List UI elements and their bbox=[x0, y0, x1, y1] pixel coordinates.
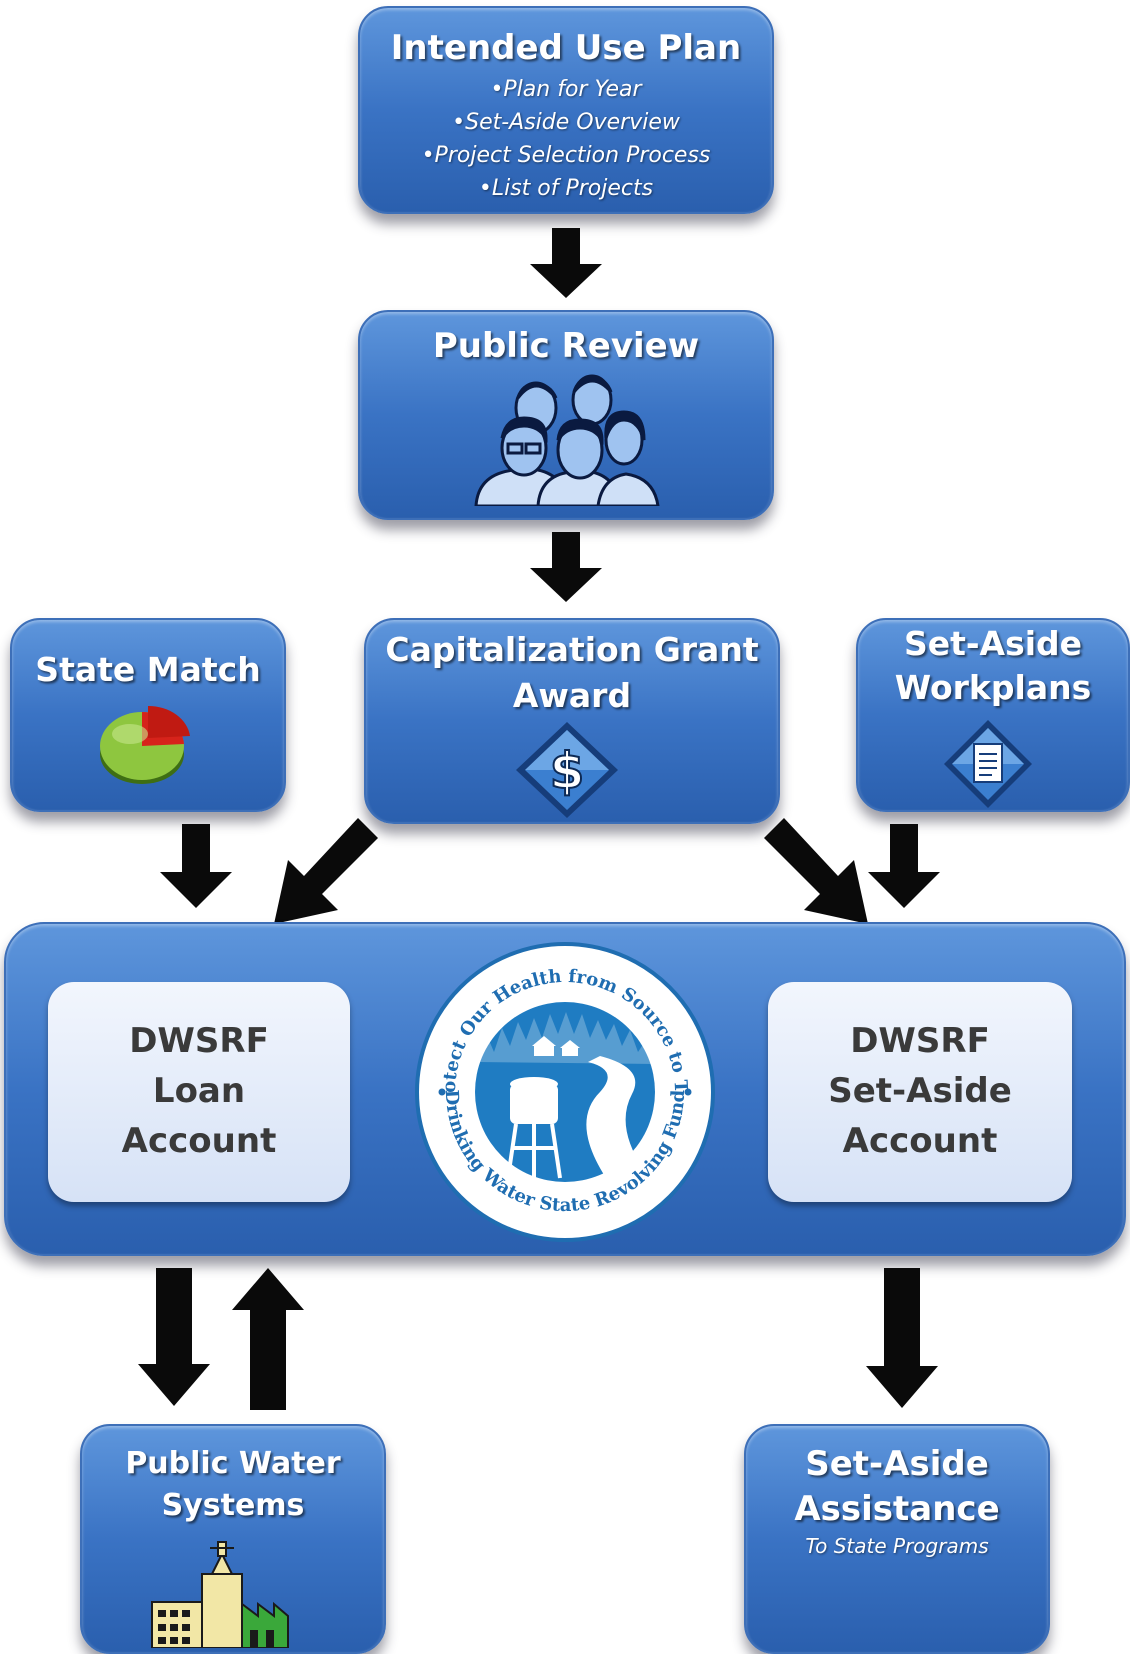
arrow-cap-grant-to-loan bbox=[274, 818, 378, 924]
setaside-account-line2: Set-Aside bbox=[828, 1071, 1012, 1111]
setaside-workplans-line1: Set-Aside bbox=[903, 624, 1083, 663]
setaside-account-line3: Account bbox=[842, 1121, 998, 1161]
pws-title-line2: Systems bbox=[161, 1488, 305, 1523]
document-diamond-icon bbox=[944, 720, 1032, 808]
arrow-setaside-to-assistance bbox=[866, 1268, 938, 1408]
assistance-title-line2: Assistance bbox=[794, 1488, 1000, 1529]
arrow-loan-to-pws bbox=[138, 1268, 210, 1406]
water-tower-seal-icon: Protect Our Health from Source to Tap Dr… bbox=[410, 942, 715, 1242]
intended-use-plan-title: Intended Use Plan bbox=[390, 28, 742, 68]
cap-grant-title-line2: Award bbox=[512, 675, 632, 715]
people-icon bbox=[474, 374, 660, 506]
pie-chart-icon bbox=[100, 705, 190, 784]
factory-icon bbox=[151, 1541, 289, 1648]
arrow-pws-to-loan bbox=[232, 1268, 304, 1410]
arrow-state-match-down bbox=[160, 824, 232, 908]
svg-text:$: $ bbox=[550, 742, 585, 800]
pws-title-line1: Public Water bbox=[125, 1446, 341, 1481]
assistance-title-line1: Set-Aside bbox=[805, 1444, 989, 1484]
assistance-subtitle: To State Programs bbox=[805, 1533, 989, 1558]
bullet-plan-for-year: •Plan for Year bbox=[490, 76, 642, 102]
loan-account-line2: Loan bbox=[152, 1071, 246, 1111]
setaside-workplans-line2: Workplans bbox=[894, 667, 1092, 707]
cap-grant-title-line1: Capitalization Grant bbox=[385, 630, 759, 669]
arrow-down-2 bbox=[530, 532, 602, 602]
arrow-workplans-down bbox=[868, 824, 940, 908]
dollar-diamond-icon: $ bbox=[516, 722, 618, 818]
public-review-title: Public Review bbox=[432, 326, 700, 366]
setaside-account-line1: DWSRF bbox=[850, 1021, 990, 1061]
state-match-title: State Match bbox=[35, 650, 261, 689]
loan-account-box: DWSRF Loan Account bbox=[48, 982, 350, 1202]
setaside-account-box: DWSRF Set-Aside Account bbox=[768, 982, 1072, 1202]
loan-account-line3: Account bbox=[121, 1121, 277, 1161]
bullet-set-aside-overview: •Set-Aside Overview bbox=[452, 109, 680, 135]
intended-use-plan-box: Intended Use Plan •Plan for Year •Set-As… bbox=[358, 6, 774, 214]
bullet-project-selection: •Project Selection Process bbox=[421, 142, 711, 168]
arrow-down-1 bbox=[530, 228, 602, 298]
setaside-assistance-box: Set-Aside Assistance To State Programs bbox=[744, 1424, 1050, 1654]
arrow-cap-grant-to-setaside bbox=[764, 818, 868, 924]
bullet-list-of-projects: •List of Projects bbox=[478, 175, 654, 201]
loan-account-line1: DWSRF bbox=[129, 1021, 269, 1061]
